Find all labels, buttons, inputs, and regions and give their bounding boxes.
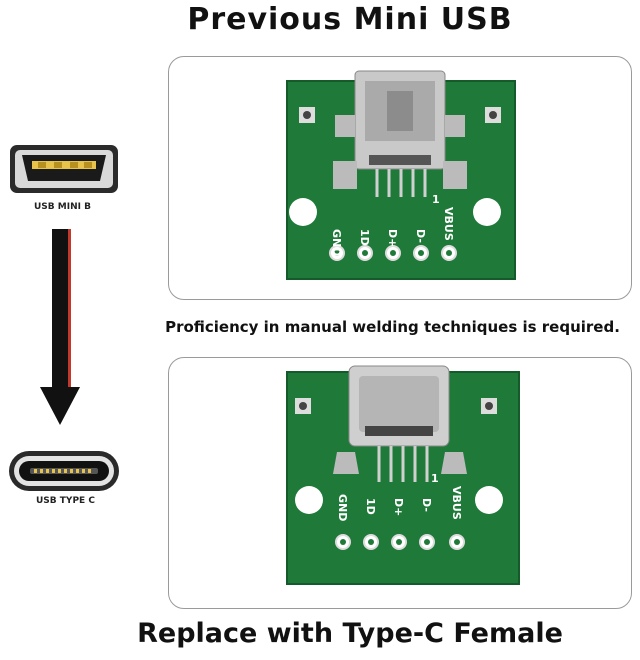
mini-usb-breakout-board: GND 1D D+ D- VBUS 1 — [286, 70, 516, 280]
pin1-marker: 1 — [432, 193, 440, 206]
headline-top: Previous Mini USB — [187, 2, 513, 37]
mini-usb-label: USB MINI B — [34, 202, 91, 212]
pin-label-gnd-c: GND — [336, 494, 349, 521]
mini-usb-board-panel: GND 1D D+ D- VBUS 1 — [168, 56, 632, 300]
mini-usb-port-icon — [8, 143, 120, 199]
pin-label-dminus-c: D- — [420, 498, 433, 512]
pin-label-dplus-c: D+ — [392, 498, 405, 516]
pin-label-gnd: GND — [330, 229, 343, 256]
type-c-breakout-board: GND 1D D+ D- VBUS 1 — [286, 365, 520, 585]
type-c-board-panel: GND 1D D+ D- VBUS 1 — [168, 357, 632, 609]
pin-label-1d: 1D — [358, 229, 371, 246]
usb-type-c-label: USB TYPE C — [36, 496, 95, 506]
headline-bottom: Replace with Type-C Female — [137, 618, 563, 649]
pin-label-dminus: D- — [414, 229, 427, 243]
usb-type-c-port-icon — [8, 450, 120, 496]
pin-label-vbus: VBUS — [442, 207, 455, 241]
requirement-note: Proficiency in manual welding techniques… — [165, 318, 620, 336]
pin-label-dplus: D+ — [386, 229, 399, 247]
pin1-marker-c: 1 — [431, 472, 439, 485]
down-arrow-icon — [40, 229, 80, 431]
pin-label-1d-c: 1D — [364, 498, 377, 515]
pin-label-vbus-c: VBUS — [450, 486, 463, 520]
